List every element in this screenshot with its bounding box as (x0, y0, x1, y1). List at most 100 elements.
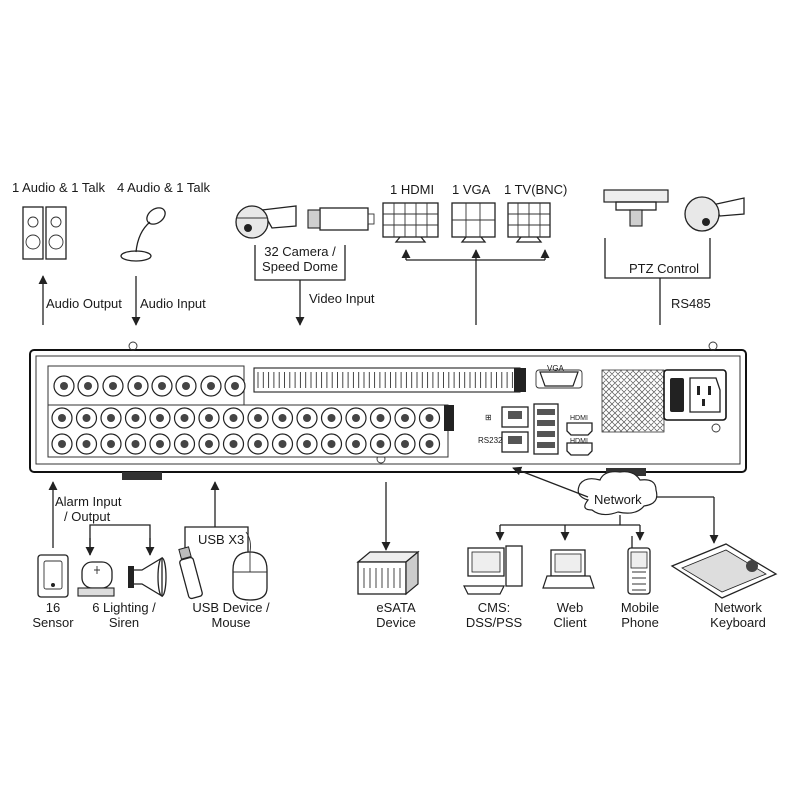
bnc-connector-pin (254, 414, 262, 422)
sensor-label-line2: Sensor (32, 615, 74, 630)
bnc-connector-pin (376, 414, 385, 422)
bnc-connector-pin (156, 414, 164, 422)
bnc-connector-pin (180, 440, 189, 448)
hdmi-port-icon (566, 422, 593, 456)
audio-output-label: Audio Output (46, 296, 122, 311)
bnc-connector-pin (180, 414, 189, 422)
mobile-phone-label-line2: Phone (621, 615, 659, 630)
bnc-connector-pin (327, 414, 336, 422)
network-keyboard-icon (670, 543, 778, 599)
esata-device-icon (356, 550, 420, 596)
bnc-connector-pin (107, 414, 115, 422)
alarm-label-line1: Alarm Input (55, 494, 122, 509)
camera-bracket (254, 245, 346, 326)
vga-monitor-icon (451, 202, 496, 243)
warning-light-icon (77, 561, 115, 597)
ptz-bracket (604, 238, 711, 325)
cms-label: CMS: DSS/PSS (454, 600, 534, 630)
usb-stick-icon (178, 546, 203, 600)
lighting-label: 6 Lighting / Siren (84, 600, 164, 630)
audio-input-label: Audio Input (140, 296, 206, 311)
bnc-connector-pin (303, 440, 311, 448)
audio-bnc-row (47, 365, 246, 407)
network-tree (495, 466, 719, 544)
mobile-phone-label-line1: Mobile (620, 600, 660, 615)
box-camera-icon (307, 207, 375, 231)
bnc-connector-pin (401, 440, 409, 448)
network-keyboard-label-line1: Network (714, 600, 762, 615)
power-inlet-icon (601, 369, 727, 433)
svg-text:⊞: ⊞ (485, 413, 492, 422)
bnc-connector-pin (401, 414, 409, 422)
bnc-connector-pin (229, 440, 238, 448)
camera-label-line2: Speed Dome (262, 259, 338, 274)
mobile-phone-icon (627, 536, 651, 595)
cms-label-line2: DSS/PSS (465, 615, 523, 630)
desktop-computer-icon (463, 545, 523, 595)
rs232-port-label: RS232 (478, 436, 503, 445)
bnc-connector-pin (254, 440, 262, 448)
alarm-label-line2: / Output (64, 509, 111, 524)
ptz-camera-icon (603, 189, 669, 227)
bnc-connector-pin (278, 414, 287, 422)
tv-monitor-icon (507, 202, 551, 243)
hdmi-label: 1 HDMI (390, 182, 435, 197)
camera-label: 32 Camera / Speed Dome (258, 244, 342, 274)
video-input-bnc-grid (47, 404, 449, 458)
bnc-connector-pin (278, 440, 287, 448)
network-keyboard-label: Network Keyboard (698, 600, 778, 630)
lighting-label-line2: Siren (108, 615, 140, 630)
video-in-tag (444, 405, 454, 431)
hdmi-monitor-icon (382, 202, 439, 243)
bnc-connector-pin (425, 440, 434, 448)
network-keyboard-label-line2: Keyboard (710, 615, 766, 630)
usb-bracket (184, 481, 249, 555)
lighting-label-line1: 6 Lighting / (92, 600, 156, 615)
esata-label: eSATA Device (356, 600, 436, 630)
usb-x3-label: USB X3 (198, 532, 245, 547)
web-client-label: Web Client (540, 600, 600, 630)
bnc-connector-pin (352, 414, 360, 422)
sensor-icon (37, 554, 69, 598)
hdmi-port-label-2: HDMI (570, 438, 588, 445)
laptop-icon (542, 549, 595, 589)
ptz-control-label: PTZ Control (627, 261, 702, 276)
web-client-label-line1: Web (556, 600, 584, 615)
usb-port-stack-icon (533, 403, 559, 455)
alarm-bracket (85, 524, 155, 556)
usb-device-label-line1: USB Device / (192, 600, 270, 615)
siren-icon (128, 556, 167, 598)
sensor-label: 16 Sensor (28, 600, 78, 630)
video-input-label: Video Input (309, 291, 375, 306)
microphone-icon (120, 207, 166, 262)
mouse-icon (232, 531, 268, 601)
terminal-block (253, 367, 526, 393)
network-label: Network (594, 492, 642, 507)
bnc-connector-pin (376, 440, 385, 448)
tv-label: 1 TV(BNC) (504, 182, 568, 197)
display-bracket (401, 249, 550, 325)
usb-device-label: USB Device / Mouse (184, 600, 278, 630)
bnc-connector-pin (58, 414, 66, 422)
audio-input-group-label: 4 Audio & 1 Talk (117, 180, 210, 195)
vga-port-label: VGA (547, 364, 564, 373)
esata-label-line1: eSATA (376, 600, 416, 615)
speaker-icon (22, 206, 67, 260)
ethernet-port-icon: ⊞ (485, 406, 529, 453)
audio-output-group-label: 1 Audio & 1 Talk (12, 180, 105, 195)
cms-label-line1: CMS: (477, 600, 511, 615)
bnc-connector-pin (82, 440, 91, 448)
bnc-connector-pin (425, 414, 434, 422)
ptz-dome-icon (684, 196, 745, 232)
speed-dome-camera-icon (235, 205, 297, 239)
bnc-connector-pin (107, 440, 115, 448)
sensor-label-line1: 16 (45, 600, 61, 615)
bnc-connector-pin (131, 414, 140, 422)
bnc-connector-pin (327, 440, 336, 448)
rs485-label: RS485 (671, 296, 711, 311)
bnc-connector-pin (303, 414, 311, 422)
bnc-connector-pin (229, 414, 238, 422)
camera-label-line1: 32 Camera / (264, 244, 336, 259)
usb-device-label-line2: Mouse (211, 615, 251, 630)
